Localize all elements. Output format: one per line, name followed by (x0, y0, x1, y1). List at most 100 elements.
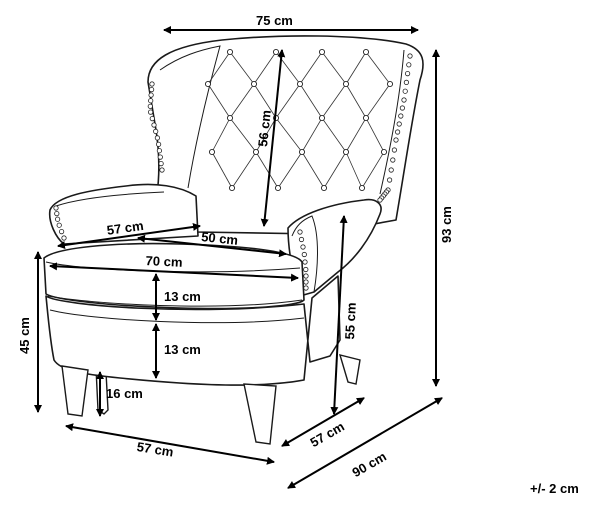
dim-arm-depth (57, 223, 201, 249)
nailhead-stud (300, 244, 306, 250)
nailhead-stud (158, 161, 164, 167)
nailhead-stud (58, 229, 65, 235)
tufting-button (386, 80, 394, 88)
back-right-leg (338, 354, 361, 385)
nailhead-stud (148, 109, 154, 115)
tufting-seam (321, 83, 347, 119)
tufting-seam (231, 151, 257, 189)
nailhead-stud (303, 279, 309, 285)
left-arm-top (55, 191, 165, 207)
label-cushion-width: 70 cm (145, 253, 183, 270)
label-arm-height: 55 cm (342, 302, 359, 340)
label-top-width: 75 cm (256, 13, 293, 28)
nailhead-stud (391, 147, 397, 153)
base-seam (49, 309, 305, 324)
nailhead-stud (153, 128, 159, 134)
nailhead-stud (403, 79, 409, 86)
nailhead-stud (386, 177, 393, 183)
tufting-seam (365, 83, 391, 119)
tufting-button (204, 80, 212, 88)
nailhead-stud (298, 236, 305, 243)
nailhead-stud (157, 154, 163, 160)
dim-back-height (260, 49, 286, 227)
tufting-button (318, 114, 326, 122)
label-leg-height: 16 cm (106, 386, 143, 401)
nailhead-stud (148, 92, 154, 98)
tufting-seam (345, 151, 363, 189)
tufting-button (226, 48, 234, 56)
nailhead-stud (61, 235, 67, 241)
tolerance-note: +/- 2 cm (530, 481, 579, 496)
nailhead-stud (149, 81, 155, 87)
label-total-height: 93 cm (439, 206, 454, 243)
nailhead-stud (154, 135, 160, 141)
nailhead-stud (301, 251, 307, 258)
tufting-button (342, 148, 350, 156)
dim-overall-depth (287, 397, 443, 489)
nailhead-stud (388, 167, 394, 173)
tufting-seam (207, 51, 231, 85)
dim-arm-height (330, 215, 348, 415)
nailhead-stud (407, 53, 413, 59)
tufting-seam (299, 83, 323, 119)
tufting-seam (323, 151, 347, 189)
tufting-seam (365, 51, 391, 85)
tufting-seam (345, 117, 367, 153)
nailhead-stud (377, 197, 383, 203)
nailhead-stud (404, 71, 411, 77)
tufting-button (320, 184, 328, 192)
right-wing-inner (379, 49, 405, 195)
nailhead-stud (54, 216, 61, 222)
nailhead-stud (156, 141, 162, 147)
nailhead-stud (302, 259, 308, 265)
tufting-seam (211, 151, 233, 189)
tufting-seam (301, 117, 323, 153)
tufting-button (318, 48, 326, 56)
nailhead-stud (402, 88, 408, 94)
tufting-button (252, 148, 260, 156)
nailhead-stud (398, 113, 404, 119)
label-cushion-thickness: 13 cm (164, 289, 201, 304)
tufting-seam (229, 117, 257, 153)
tufting-button (298, 148, 306, 156)
nailhead-stud (393, 137, 399, 143)
nailhead-stud (399, 105, 405, 111)
nailhead-stud (303, 273, 309, 279)
dim-front-width (65, 423, 275, 465)
tufting-seam (361, 151, 385, 189)
front-left-leg (61, 365, 89, 417)
label-seat-height: 45 cm (17, 317, 32, 354)
tufting-button (274, 184, 282, 192)
tufting-seam (301, 151, 325, 189)
tufting-seam (365, 117, 385, 153)
label-base-thickness: 13 cm (164, 342, 201, 357)
front-right-leg (243, 383, 277, 445)
right-arm-front (291, 215, 318, 293)
tufting-button (362, 114, 370, 122)
nailhead-stud (53, 205, 59, 211)
nailhead-stud (148, 98, 154, 104)
tufting-seam (299, 51, 323, 85)
tufting-button (342, 80, 350, 88)
nailhead-stud (151, 122, 157, 128)
tufting-seam (211, 117, 231, 153)
left-wing-inner (159, 45, 221, 189)
tufting-button (226, 114, 234, 122)
nailhead-stud (303, 266, 309, 273)
nailhead-stud (401, 97, 407, 103)
dim-cushion-width (49, 262, 299, 282)
nailhead-stud (156, 148, 162, 154)
nailhead-stud (396, 121, 402, 127)
nailhead-stud (147, 103, 153, 109)
tufting-button (296, 80, 304, 88)
tufting-seam (345, 83, 367, 119)
nailhead-stud (149, 87, 155, 93)
nailhead-stud (159, 167, 165, 173)
nailhead-stud (56, 222, 62, 228)
tufting-button (362, 48, 370, 56)
nailhead-stud (406, 62, 412, 68)
dim-seat-width (137, 234, 287, 258)
tufting-seam (321, 117, 347, 153)
